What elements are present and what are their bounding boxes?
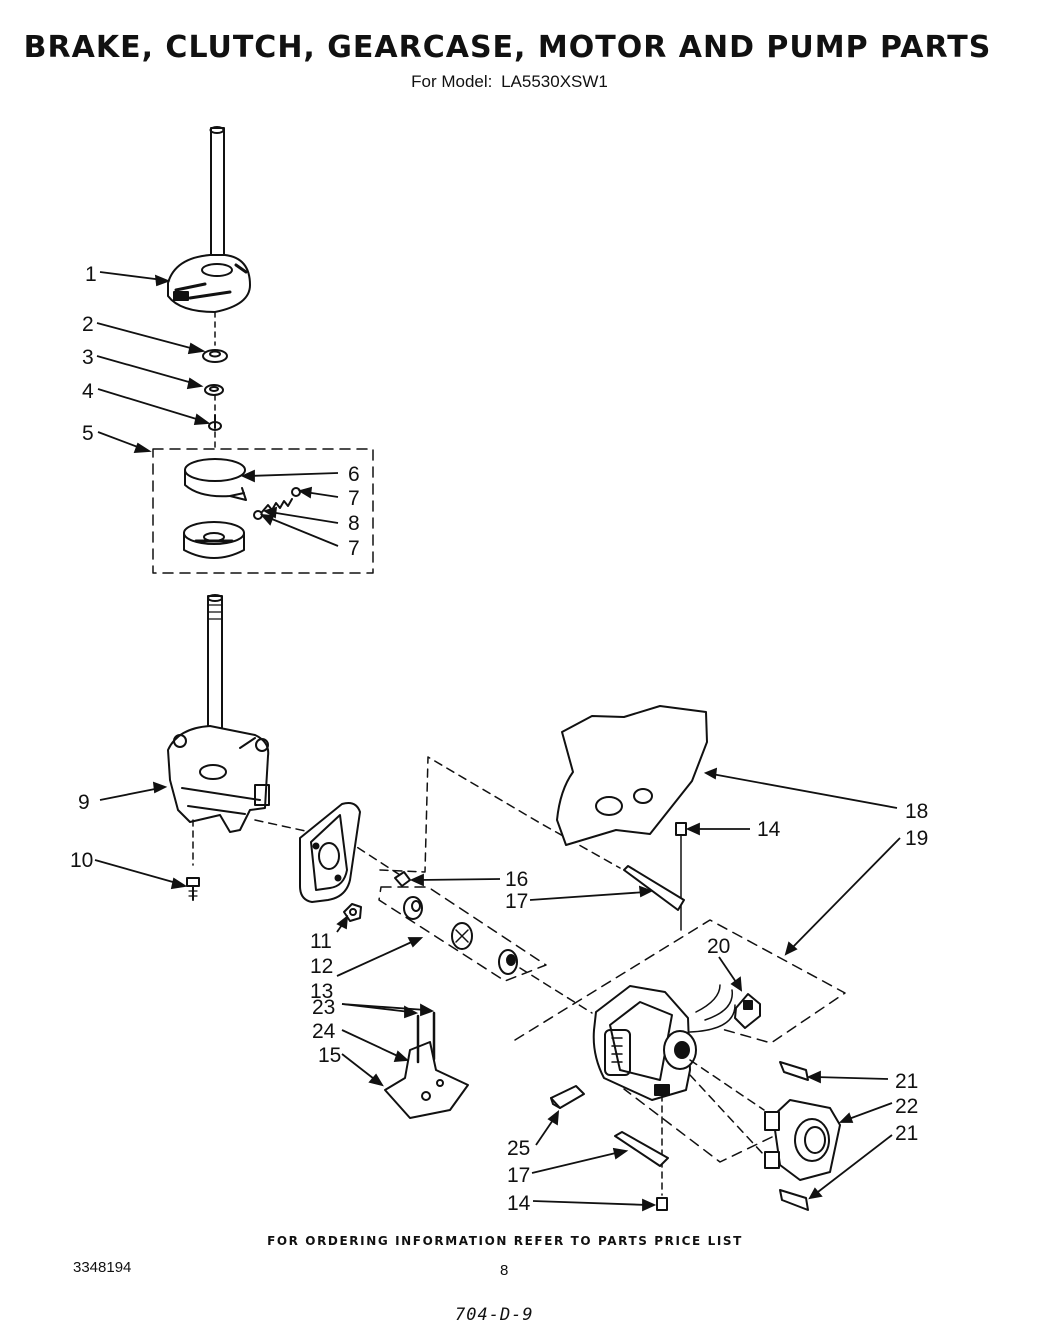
callout-c3: 3 bbox=[82, 346, 94, 369]
part-20-switch bbox=[734, 993, 761, 1029]
part-2-washer bbox=[202, 349, 228, 363]
part-5-kit-outline bbox=[152, 448, 374, 574]
part-21-clamp-top bbox=[779, 1061, 809, 1081]
handwritten-code: 704-D-9 bbox=[455, 1305, 534, 1325]
part-14-screw-top bbox=[675, 822, 687, 931]
callout-c25: 25 bbox=[507, 1137, 530, 1160]
part-14-screw-bottom bbox=[656, 1197, 668, 1211]
motor bbox=[592, 984, 736, 1196]
callout-c9: 9 bbox=[78, 791, 90, 814]
callout-c17b: 17 bbox=[507, 1164, 530, 1187]
callout-c7a: 7 bbox=[348, 487, 360, 510]
part-18-motor-cover bbox=[556, 705, 708, 846]
callout-c19: 19 bbox=[905, 827, 928, 850]
callout-c22: 22 bbox=[895, 1095, 918, 1118]
page-title: BRAKE, CLUTCH, GEARCASE, MOTOR AND PUMP … bbox=[23, 30, 992, 65]
callout-c15: 15 bbox=[318, 1044, 341, 1067]
callout-c17a: 17 bbox=[505, 890, 528, 913]
callout-labels: 1234567879101112131415161718192021222123… bbox=[70, 263, 928, 1215]
callout-c13: 13 bbox=[310, 980, 333, 1003]
part-11-nut bbox=[343, 903, 362, 922]
document-number: 3348194 bbox=[73, 1259, 132, 1276]
callout-c2: 2 bbox=[82, 313, 94, 336]
part-3-washer bbox=[204, 384, 224, 396]
part-21-clamp-bottom bbox=[779, 1189, 809, 1211]
part-15-bracket bbox=[384, 1011, 469, 1119]
part-12-adapter-plate bbox=[299, 802, 361, 903]
callout-c11: 11 bbox=[310, 930, 332, 953]
callout-c23: 23 bbox=[312, 996, 335, 1019]
brake-drum bbox=[183, 521, 245, 559]
part-13-coupling-kit bbox=[378, 886, 593, 1014]
model-line: For Model: LA5530XSW1 bbox=[0, 72, 1015, 92]
part-9-gearcase bbox=[167, 594, 270, 866]
callout-c12: 12 bbox=[310, 955, 333, 978]
callout-c16: 16 bbox=[505, 868, 528, 891]
callout-c24: 24 bbox=[312, 1020, 336, 1043]
part-1-brake-assembly bbox=[167, 126, 251, 313]
callout-c6: 6 bbox=[348, 463, 360, 486]
callout-c7b: 7 bbox=[348, 537, 360, 560]
part-25-block bbox=[550, 1085, 585, 1109]
callout-c5: 5 bbox=[82, 422, 94, 445]
page-number: 8 bbox=[500, 1262, 509, 1279]
callout-c14b: 14 bbox=[507, 1192, 531, 1215]
model-prefix: For Model: bbox=[411, 72, 493, 91]
ordering-note: FOR ORDERING INFORMATION REFER TO PARTS … bbox=[267, 1234, 743, 1248]
callout-c14a: 14 bbox=[757, 818, 781, 841]
part-10-bolt bbox=[186, 877, 200, 901]
callout-c21b: 21 bbox=[895, 1122, 918, 1145]
callout-c10: 10 bbox=[70, 849, 93, 872]
callout-c18: 18 bbox=[905, 800, 928, 823]
part-22-pump bbox=[689, 1059, 841, 1181]
callout-c4: 4 bbox=[82, 380, 94, 403]
part-19-motor-outline bbox=[514, 919, 846, 1163]
part-17-clip-bottom bbox=[614, 1131, 669, 1167]
part-6-brake-band bbox=[184, 458, 247, 501]
model-number: LA5530XSW1 bbox=[501, 72, 608, 91]
callout-c21a: 21 bbox=[895, 1070, 918, 1093]
callout-c1: 1 bbox=[85, 263, 97, 286]
part-17-clip-top bbox=[623, 865, 685, 911]
callout-c20: 20 bbox=[707, 935, 730, 958]
callout-c8: 8 bbox=[348, 512, 360, 535]
